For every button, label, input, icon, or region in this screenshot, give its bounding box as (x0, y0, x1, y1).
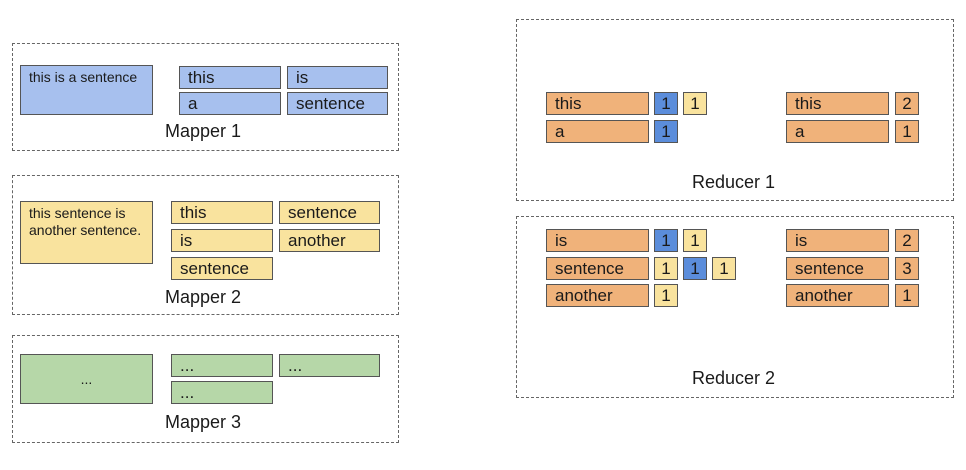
reducer-2-shuffled-word: is (546, 229, 649, 252)
reducer-2-count: 1 (683, 257, 707, 280)
reducer-1-count: 1 (654, 120, 678, 143)
reducer-1-count: 1 (654, 92, 678, 115)
mapper-3-word: ... (171, 381, 273, 404)
reducer-1-reduced-word: a (786, 120, 889, 143)
reducer-2-total: 1 (895, 284, 919, 307)
mapper-2-label: Mapper 2 (165, 287, 242, 307)
reducer-1-total: 1 (895, 120, 919, 143)
reducer-2-total: 2 (895, 229, 919, 252)
mapper-2-word: sentence (279, 201, 380, 224)
mapper-1-label: Mapper 1 (165, 121, 242, 141)
mapper-1-panel (12, 43, 399, 151)
reducer-1-reduced-word: this (786, 92, 889, 115)
mapper-3-input: ... (20, 354, 153, 404)
reducer-2-shuffled-word: another (546, 284, 649, 307)
reducer-2-shuffled-word: sentence (546, 257, 649, 280)
reducer-2-count: 1 (654, 284, 678, 307)
reducer-2-reduced-word: is (786, 229, 889, 252)
mapper-1-input: this is a sentence (20, 65, 153, 115)
mapper-2-word: this (171, 201, 273, 224)
reducer-1-count: 1 (683, 92, 707, 115)
mapper-1-word: sentence (287, 92, 388, 115)
reducer-2-total: 3 (895, 257, 919, 280)
mapper-2-word: another (279, 229, 380, 252)
reducer-2-reduced-word: another (786, 284, 889, 307)
mapper-3-label: Mapper 3 (165, 412, 242, 432)
reducer-1-label: Reducer 1 (692, 172, 776, 192)
reducer-1-panel (516, 19, 954, 201)
mapper-3-word: ... (171, 354, 273, 377)
mapper-1-word: a (179, 92, 281, 115)
reducer-1-shuffled-word: this (546, 92, 649, 115)
reducer-2-label: Reducer 2 (692, 368, 776, 388)
reducer-2-panel (516, 216, 954, 398)
reducer-2-count: 1 (683, 229, 707, 252)
reducer-1-shuffled-word: a (546, 120, 649, 143)
reducer-1-total: 2 (895, 92, 919, 115)
reducer-2-count: 1 (654, 229, 678, 252)
reducer-2-count: 1 (654, 257, 678, 280)
mapper-3-panel (12, 335, 399, 443)
mapper-2-word: sentence (171, 257, 273, 280)
mapper-1-word: this (179, 66, 281, 89)
mapper-2-panel (12, 175, 399, 315)
reducer-2-count: 1 (712, 257, 736, 280)
reducer-2-reduced-word: sentence (786, 257, 889, 280)
mapper-2-word: is (171, 229, 273, 252)
mapper-3-word: ... (279, 354, 380, 377)
mapper-2-input: this sentence is another sentence. (20, 201, 153, 264)
mapper-1-word: is (287, 66, 388, 89)
